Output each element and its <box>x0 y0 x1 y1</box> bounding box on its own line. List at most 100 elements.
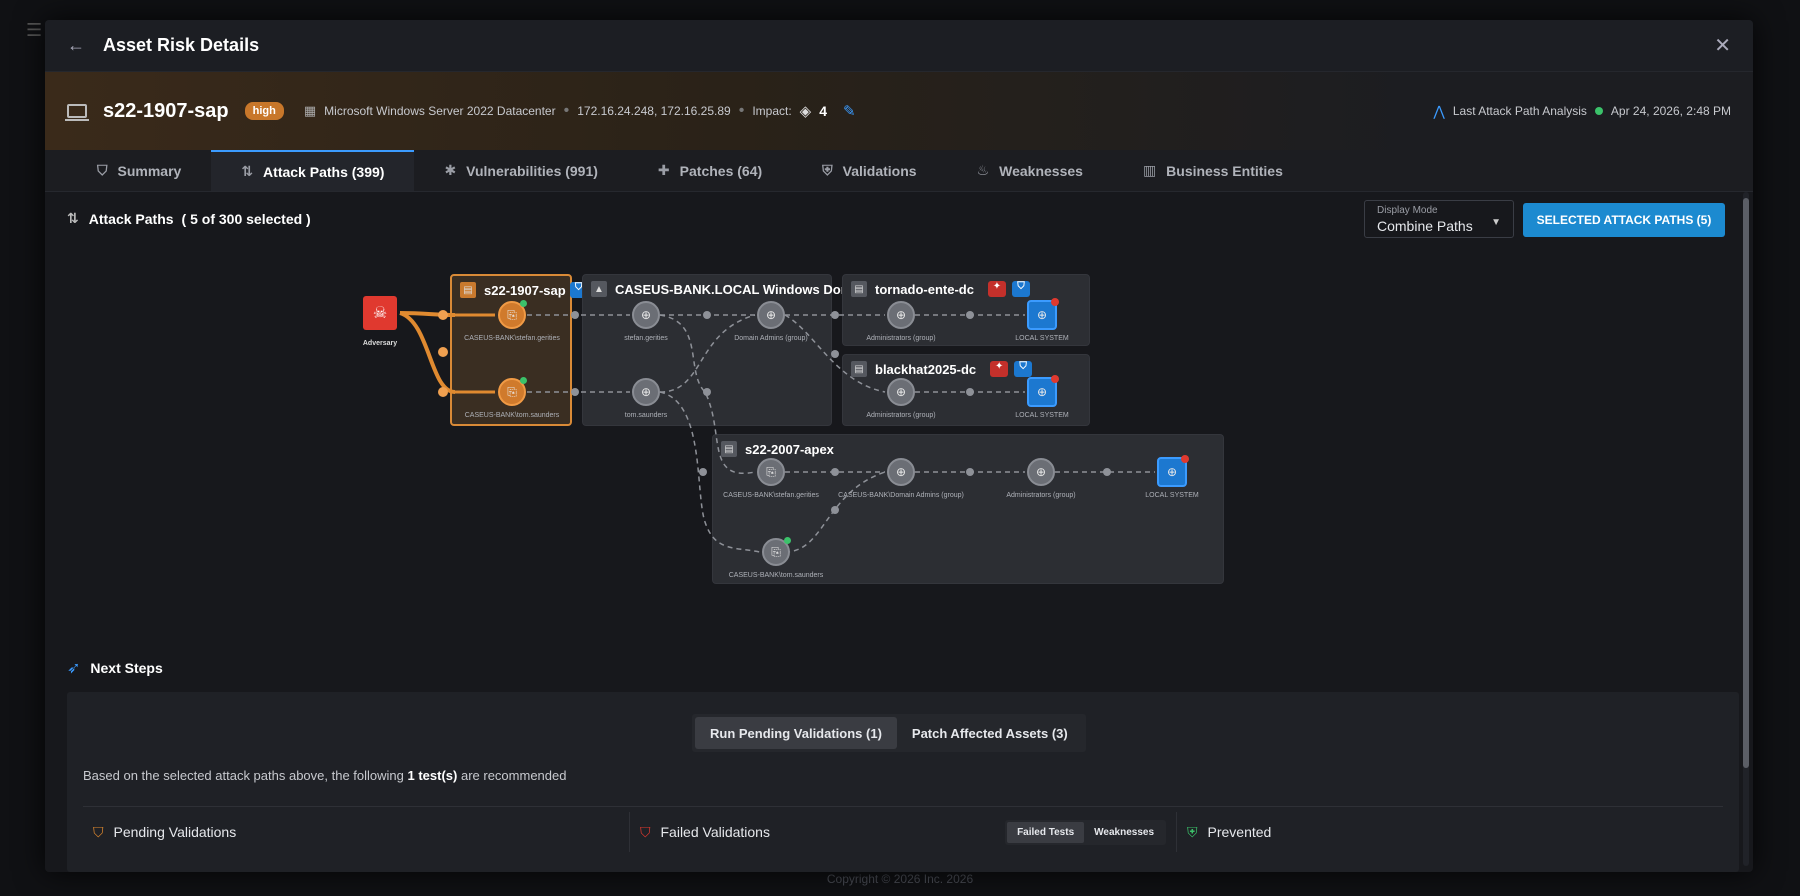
weaknesses-toggle[interactable]: Weaknesses <box>1094 826 1154 838</box>
node-label: LOCAL SYSTEM <box>1015 412 1069 419</box>
bandage-icon: ✚ <box>657 162 670 178</box>
display-mode-select[interactable]: Display Mode Combine Paths ▼ <box>1364 200 1514 238</box>
shield-badge-icon: ⛉ <box>1011 281 1030 297</box>
node-label: CASEUS-BANK\tom.saunders <box>728 572 824 579</box>
user-node-icon[interactable]: ⎘ <box>757 458 785 486</box>
group-s22-1907-sap[interactable]: ▤s22-1907-sap⛉ <box>450 274 588 426</box>
shield-check-icon: ⛨ <box>1187 823 1198 840</box>
last-analysis-label: Last Attack Path Analysis <box>1452 104 1587 118</box>
node-label: CASEUS-BANK\Domain Admins (group) <box>838 492 964 499</box>
system-node-icon[interactable]: ⊕ <box>1027 375 1059 407</box>
shield-x-icon: ⛉ <box>640 823 651 840</box>
prevented-title: Prevented <box>1207 824 1272 840</box>
recommendation-suffix: are recommended <box>457 768 567 783</box>
user-node-icon[interactable]: ⎘ <box>498 377 527 406</box>
server-icon: ▤ <box>721 441 737 457</box>
separator-dot: • <box>738 102 745 119</box>
node-label: tom.saunders <box>624 412 668 419</box>
footer-copyright: Copyright © 2026 Inc. 2026 <box>826 872 974 886</box>
ip-addresses: 172.16.24.248, 172.16.25.89 <box>577 104 731 118</box>
group-title: tornado-ente-dc <box>875 281 974 297</box>
building-icon: ▥ <box>1142 162 1157 178</box>
tab-summary[interactable]: ⛉ Summary <box>67 150 211 191</box>
scrollbar-thumb[interactable] <box>1743 198 1749 768</box>
attack-paths-header: ⇅ Attack Paths ( 5 of 300 selected ) <box>67 210 311 227</box>
group-windows-domain[interactable]: ▲CASEUS-BANK.LOCAL Windows Domain <box>582 274 871 426</box>
os-name: Microsoft Windows Server 2022 Datacenter <box>324 104 556 118</box>
failed-view-toggle: Failed Tests Weaknesses <box>1005 819 1166 845</box>
tab-label: Validations <box>842 162 917 179</box>
chevron-down-icon: ▼ <box>1491 217 1501 228</box>
selected-attack-paths-button[interactable]: SELECTED ATTACK PATHS (5) <box>1523 203 1725 237</box>
shield-check-icon: ⛨ <box>822 162 833 178</box>
modal-title: Asset Risk Details <box>103 35 260 55</box>
edit-pencil-icon[interactable]: ✎ <box>843 103 856 120</box>
divider <box>83 806 1723 807</box>
next-steps-panel: Run Pending Validations (1) Patch Affect… <box>67 692 1739 872</box>
tab-label: Summary <box>117 162 182 179</box>
group-s22-2007-apex[interactable]: ▤ s22-2007-apex <box>712 434 1224 584</box>
user-node-icon[interactable]: ⎘ <box>498 300 527 329</box>
globe-node-icon[interactable]: ⊕ <box>887 378 915 406</box>
node-label: CASEUS-BANK\tom.saunders <box>464 412 560 419</box>
globe-node-icon[interactable]: ⊕ <box>632 301 660 329</box>
tab-weaknesses[interactable]: ♨Weaknesses <box>947 150 1113 191</box>
selection-count: ( 5 of 300 selected ) <box>181 210 311 227</box>
group-title: s22-2007-apex <box>745 441 834 457</box>
globe-node-icon[interactable]: ⊕ <box>632 378 660 406</box>
system-node-icon[interactable]: ⊕ <box>1157 455 1189 487</box>
pending-validations-column: ⛉ Pending Validations <box>83 812 630 852</box>
tab-validations[interactable]: ⛨ Validations <box>792 150 946 191</box>
validation-columns: ⛉ Pending Validations ⛉ Failed Validatio… <box>83 812 1723 852</box>
failed-tests-toggle[interactable]: Failed Tests <box>1007 821 1085 843</box>
adversary-icon[interactable]: ☠ <box>363 296 397 330</box>
system-node-icon[interactable]: ⊕ <box>1027 298 1059 330</box>
back-arrow-icon[interactable]: ← <box>67 35 85 55</box>
tab-label: Attack Paths (399) <box>263 163 385 180</box>
recommendation-text: Based on the selected attack paths above… <box>83 768 566 783</box>
node-label: CASEUS-BANK\stefan.gerities <box>464 335 560 342</box>
group-title: s22-1907-sap <box>484 282 566 298</box>
attack-paths-content: ▤ s22-1907-sap ⛉ ▲CASEUS-BANK.LOCAL Window… <box>45 192 1739 872</box>
server-icon: ▤ <box>851 361 867 377</box>
tab-label: Business Entities <box>1166 162 1283 179</box>
status-dot <box>1594 107 1603 115</box>
pending-validations-title: Pending Validations <box>113 824 237 840</box>
tab-label: Vulnerabilities (991) <box>466 162 598 179</box>
tab-label: Patches (64) <box>679 162 763 179</box>
user-node-icon[interactable]: ⎘ <box>762 537 791 566</box>
next-steps-header: ➶ Next Steps <box>67 658 163 678</box>
globe-node-icon[interactable]: ⊕ <box>757 301 785 329</box>
tab-patches[interactable]: ✚ Patches (64) <box>628 150 792 191</box>
tab-business-entities[interactable]: ▥ Business Entities <box>1113 150 1313 191</box>
tab-label: Weaknesses <box>999 162 1083 179</box>
prevented-column: ⛨ Prevented <box>1177 812 1723 852</box>
close-icon[interactable]: ✕ <box>1714 35 1731 57</box>
shield-badge-icon: ⛉ <box>1014 361 1033 377</box>
globe-node-icon[interactable]: ⊕ <box>887 458 915 486</box>
next-steps-title: Next Steps <box>90 660 163 676</box>
domain-icon: ▲ <box>591 281 607 297</box>
tab-attack-paths[interactable]: ⇅ Attack Paths (399) <box>211 150 415 191</box>
hamburger-icon[interactable]: ☰ <box>26 20 43 40</box>
shield-icon: ⛉ <box>97 162 108 178</box>
tab-vulnerabilities[interactable]: ✱Vulnerabilities (991) <box>414 150 627 191</box>
server-icon: ▤ <box>460 282 476 298</box>
separator-dot: • <box>563 102 570 119</box>
globe-node-icon[interactable]: ⊕ <box>1027 458 1055 486</box>
patch-affected-assets-button[interactable]: Patch Affected Assets (3) <box>911 725 1068 741</box>
diamond-icon: ◈ <box>799 103 812 120</box>
node-label: Administrators (group) <box>866 335 936 342</box>
display-mode-value: Combine Paths <box>1377 218 1473 234</box>
attack-paths-icon: ⇅ <box>241 163 254 179</box>
node-label: LOCAL SYSTEM <box>1015 335 1069 342</box>
attack-paths-title: Attack Paths <box>88 210 174 227</box>
run-pending-validations-button[interactable]: Run Pending Validations (1) <box>695 717 897 749</box>
globe-node-icon[interactable]: ⊕ <box>887 301 915 329</box>
attack-paths-icon: ⇅ <box>67 210 79 226</box>
attack-path-graph: ▤ s22-1907-sap ⛉ ▲CASEUS-BANK.LOCAL Window… <box>45 192 1735 642</box>
rocket-icon: ➶ <box>67 660 81 677</box>
asset-summary-bar: s22-1907-sap high ▦ Microsoft Windows Se… <box>45 72 1753 150</box>
next-steps-toggle: Run Pending Validations (1) Patch Affect… <box>692 714 1086 752</box>
node-label: CASEUS-BANK\stefan.gerities <box>723 492 819 499</box>
